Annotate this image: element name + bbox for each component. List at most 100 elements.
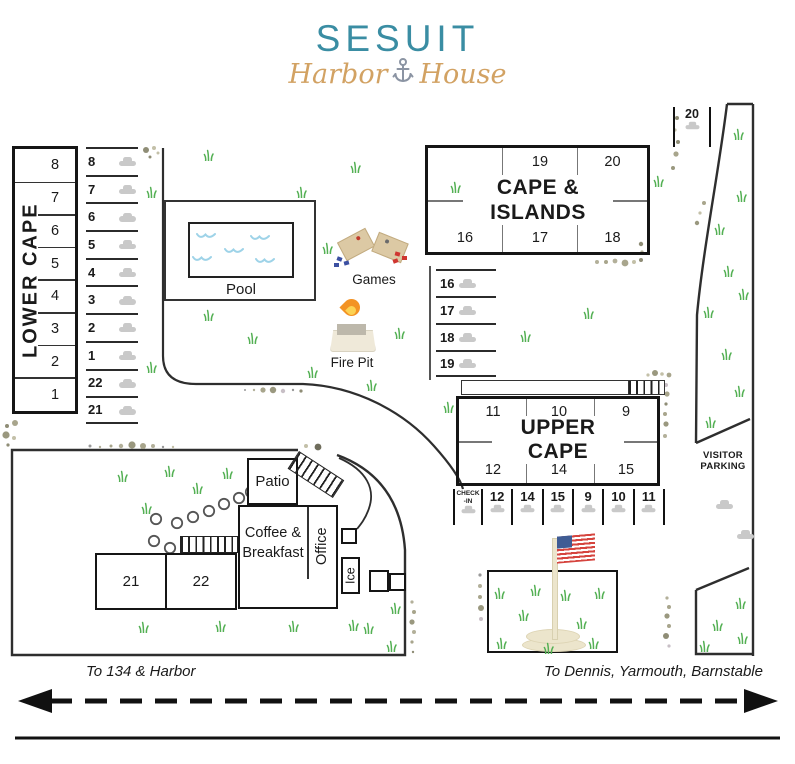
driveway-curve — [338, 457, 372, 530]
logo-word-harbor: Harbor — [288, 59, 388, 90]
wave-icon — [196, 228, 216, 238]
cape-islands-building: 19 20 16 17 18 CAPE & ISLANDS — [425, 145, 650, 255]
room-number: 12 — [484, 462, 502, 478]
grass-icon — [288, 619, 299, 633]
grass-icon — [141, 501, 152, 515]
grass-icon — [386, 639, 397, 653]
room-number: 16 — [456, 230, 474, 246]
wave-icon — [192, 251, 212, 261]
grass-icon — [705, 415, 716, 429]
grass-icon — [322, 241, 333, 255]
car-icon — [461, 505, 475, 514]
room-number: 19 — [531, 154, 549, 170]
road-label-east: To Dennis, Yarmouth, Barnstable — [543, 663, 763, 680]
grass-icon — [394, 326, 405, 340]
cape-islands-name: CAPE & ISLANDS — [463, 175, 613, 225]
parking-spot: 8 — [86, 147, 138, 175]
grass-icon — [530, 583, 541, 597]
grass-icon — [222, 466, 233, 480]
grass-icon — [543, 641, 554, 655]
main-road-arrow — [18, 689, 778, 713]
games-label: Games — [352, 272, 396, 287]
car-icon — [490, 504, 505, 513]
utility-box — [341, 528, 357, 544]
pool-enclosure — [164, 200, 316, 301]
grass-icon — [215, 619, 226, 633]
fire-pit-bowl — [337, 324, 366, 335]
car-icon — [119, 378, 136, 388]
grass-icon — [203, 308, 214, 322]
grass-icon — [146, 360, 157, 374]
grass-icon — [307, 365, 318, 379]
road-label-west: To 134 & Harbor — [86, 663, 196, 680]
upper-parking-row: CHECK -IN 12 14 15 9 10 11 — [453, 489, 665, 525]
logo-word-house: House — [419, 59, 507, 90]
room-number: 4 — [50, 288, 60, 305]
grass-icon — [296, 185, 307, 199]
logo-subtitle: Harbor House — [0, 57, 795, 92]
grass-icon — [738, 287, 749, 301]
flag-canton — [557, 535, 572, 549]
room-number: 7 — [50, 190, 60, 207]
grass-icon — [576, 616, 587, 630]
room-divider — [37, 246, 75, 249]
office-divider — [307, 507, 309, 579]
car-icon — [685, 121, 699, 130]
bean-bag-blue — [334, 263, 339, 267]
grass-icon — [714, 222, 725, 236]
car-icon — [550, 504, 565, 513]
upper-cape-walkway — [461, 380, 665, 395]
annex-building: 21 22 — [95, 553, 237, 610]
car-icon — [119, 212, 136, 222]
lower-cape-building: LOWER CAPE 8 7 6 5 4 3 2 1 — [12, 146, 78, 414]
cornhole-hole — [355, 235, 362, 241]
parking-spot: 5 — [86, 230, 138, 258]
grass-icon — [117, 469, 128, 483]
grass-icon — [443, 400, 454, 414]
grass-icon — [583, 306, 594, 320]
parking-spot-20: 20 — [673, 107, 711, 147]
parking-spot: 12 — [481, 489, 511, 525]
grass-icon — [450, 180, 461, 194]
room-number: 1 — [50, 386, 60, 403]
car-icon — [459, 359, 477, 368]
parking-spot: 18 — [436, 323, 496, 350]
parking-spot: 9 — [571, 489, 602, 525]
room-number: 20 — [604, 154, 621, 170]
parking-spot: 14 — [511, 489, 541, 525]
grass-icon — [699, 639, 710, 653]
grass-icon — [366, 378, 377, 392]
room-number: 5 — [50, 255, 60, 272]
room-divider — [37, 344, 75, 347]
visitor-parking-label: VISITOR PARKING — [700, 450, 746, 472]
wave-icon — [224, 243, 244, 253]
utility-box — [369, 570, 389, 592]
ice-building: Ice — [341, 557, 360, 594]
car-icon — [119, 351, 136, 361]
room-number: 15 — [617, 462, 635, 478]
pool-label: Pool — [225, 281, 257, 298]
parking-spot: 11 — [632, 489, 663, 525]
lower-cape-rooms: 8 7 6 5 4 3 2 1 — [39, 149, 71, 411]
grass-icon — [494, 586, 505, 600]
room-divider — [37, 214, 75, 216]
parking-spot: 22 — [86, 368, 138, 397]
parking-spot: 16 — [436, 269, 496, 296]
wave-icon — [255, 253, 275, 263]
grass-icon — [736, 189, 747, 203]
room-number: 9 — [621, 404, 631, 420]
car-icon — [520, 504, 535, 513]
grass-icon — [363, 621, 374, 635]
grass-icon — [192, 481, 203, 495]
car-icon — [119, 157, 136, 167]
grass-icon — [348, 618, 359, 632]
parking-spot: 15 — [541, 489, 572, 525]
parking-spot: 3 — [86, 285, 138, 313]
car-icon — [641, 504, 656, 513]
room-21: 21 — [97, 555, 167, 608]
stepping-stone-dots — [2, 116, 706, 654]
grass-icon — [350, 160, 361, 174]
stairs-icon — [180, 536, 238, 553]
road-inner-loop — [161, 148, 465, 490]
grass-icon — [390, 601, 401, 615]
